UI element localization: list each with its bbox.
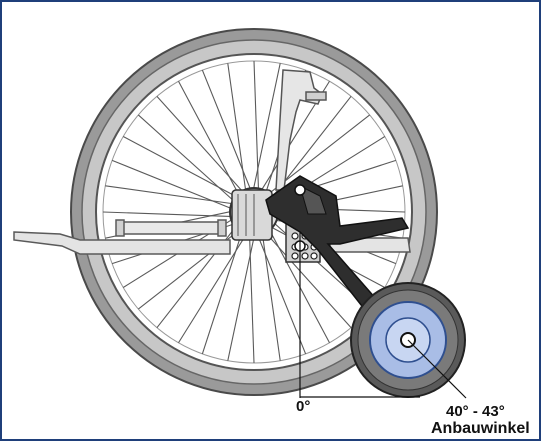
spoke (122, 136, 246, 202)
zero-degree-label: 0° (296, 398, 311, 415)
spoke (156, 218, 243, 329)
spoke (201, 222, 246, 355)
spoke (178, 80, 244, 204)
spoke (156, 95, 250, 200)
spoke (137, 114, 242, 208)
pump-cap-left (115, 219, 125, 237)
upper-bracket (275, 69, 327, 191)
mount-angle-line (407, 339, 467, 399)
spoke (201, 69, 255, 199)
spoke (260, 224, 281, 361)
mount-angle-range-label: 40° - 43° (446, 403, 505, 420)
spoke (227, 225, 257, 361)
chainstay (13, 231, 231, 255)
spoke (258, 224, 352, 329)
spoke (227, 63, 248, 200)
spoke (178, 225, 253, 344)
frame-tubes (13, 219, 411, 255)
spoke (253, 225, 307, 355)
mount-angle-term-label: Anbauwinkel (431, 420, 530, 437)
spoke (253, 60, 260, 199)
spoke (111, 159, 241, 213)
spoke (248, 225, 255, 364)
cassette (231, 189, 273, 241)
spoke (102, 211, 241, 218)
pump-cap-right (217, 219, 227, 237)
spoke (251, 63, 281, 199)
angle-reference (299, 232, 467, 399)
spoke (137, 223, 248, 310)
spoke (264, 220, 330, 344)
pump-body (119, 221, 221, 235)
spoke (105, 185, 242, 206)
